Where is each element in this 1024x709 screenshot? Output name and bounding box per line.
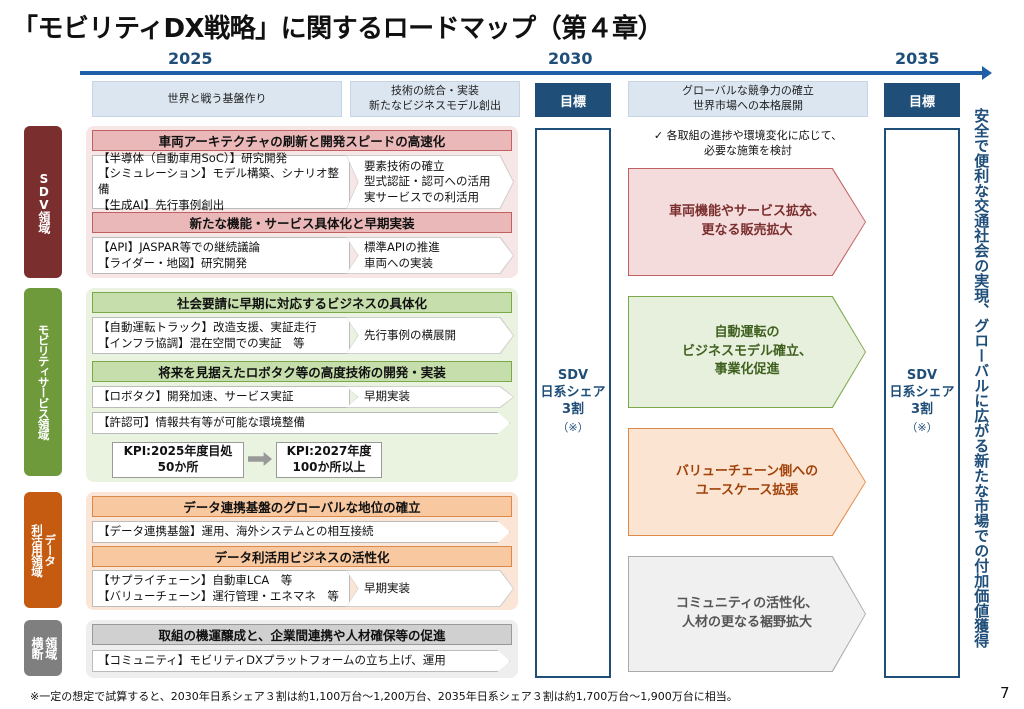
goal-box-2035: SDV 日系シェア 3割 （※） xyxy=(884,128,960,678)
data-bar-platform: データ連携基盤のグローバルな地位の確立 xyxy=(92,496,512,517)
kpi-2025: KPI:2025年度目処 50か所 xyxy=(112,442,244,478)
mobility-outcome-chevron-2: 早期実装 xyxy=(346,386,514,408)
sdv-bar-architecture: 車両アーキテクチャの刷新と開発スピードの高速化 xyxy=(92,130,512,151)
sdv-initiatives-box: 【半導体（自動車用SoC）】研究開発 【シミュレーション】モデル構築、シナリオ整… xyxy=(92,151,350,212)
year-label-2035: 2035 xyxy=(895,49,940,68)
mobility-truck-box: 【自動運転トラック】改造支援、実証走行 【インフラ協調】混在空間での実証 等 xyxy=(92,317,350,354)
footnote: ※一定の想定で試算すると、2030年日系シェア３割は約1,100万台～1,200… xyxy=(30,690,738,703)
section-label-data: 利活用領域 データ xyxy=(24,492,62,608)
sdv-bar-new-features: 新たな機能・サービス具体化と早期実装 xyxy=(92,212,512,233)
mobility-permit-box: 【許認可】情報共有等が可能な環境整備 xyxy=(92,412,510,434)
mobility-bar-robotaxi: 将来を見据えたロボタク等の高度技術の開発・実装 xyxy=(92,361,512,382)
sdv-outcome-chevron-2: 標準APIの推進 車両への実装 xyxy=(346,237,514,274)
phase-integration: 技術の統合・実装 新たなビジネスモデル創出 xyxy=(350,81,520,117)
data-chain-box: 【サプライチェーン】自動車LCA 等 【バリューチェーン】運行管理・エネマネ 等 xyxy=(92,570,350,607)
outcome-arrow-sdv: 車両機能やサービス拡充、 更なる販売拡大 xyxy=(628,168,866,276)
section-label-sdv: SDV領域 xyxy=(24,126,62,278)
kpi-2027: KPI:2027年度 100か所以上 xyxy=(276,442,382,478)
section-label-mobility: モビリティサービス領域 xyxy=(24,288,62,476)
timeline-arrowhead xyxy=(982,66,992,80)
mobility-outcome-chevron-1: 先行事例の横展開 xyxy=(346,317,514,354)
goal-header-2030: 目標 xyxy=(535,83,611,117)
note-check: ✓ 各取組の進捗や環境変化に応じて、 必要な施策を検討 xyxy=(653,129,843,157)
outcome-arrow-cross: コミュニティの活性化、 人材の更なる裾野拡大 xyxy=(628,556,866,672)
sdv-api-box: 【API】JASPAR等での継続議論 【ライダー・地図】研究開発 xyxy=(92,237,350,274)
data-platform-box: 【データ連携基盤】運用、海外システムとの相互接続 xyxy=(92,521,510,543)
outcome-arrow-mobility: 自動運転の ビジネスモデル確立、 事業化促進 xyxy=(628,296,866,408)
year-label-2025: 2025 xyxy=(168,49,213,68)
page-title: 「モビリティDX戦略」に関するロードマップ（第４章） xyxy=(12,14,664,44)
data-outcome-chevron: 早期実装 xyxy=(346,570,514,607)
goal-header-2035: 目標 xyxy=(884,83,960,117)
goal-box-2030: SDV 日系シェア 3割 （※） xyxy=(535,128,611,678)
year-label-2030: 2030 xyxy=(548,49,593,68)
page-number: 7 xyxy=(1000,684,1010,702)
section-label-cross: 横断 領域 xyxy=(24,620,62,676)
sdv-outcome-chevron-1: 要素技術の確立 型式認証・認可への活用 実サービスでの利活用 xyxy=(346,155,514,209)
cross-bar-community: 取組の機運醸成と、企業間連携や人材確保等の促進 xyxy=(92,624,512,645)
vision-statement: 安全で便利な交通社会の実現、グローバルに広がる新たな市場での付加価値獲得 xyxy=(972,108,991,648)
mobility-robotaxi-box: 【ロボタク】開発加速、サービス実証 xyxy=(92,386,350,408)
cross-community-box: 【コミュニティ】モビリティDXプラットフォームの立ち上げ、運用 xyxy=(92,650,510,672)
phase-foundation: 世界と戦う基盤作り xyxy=(92,81,342,117)
phase-global: グローバルな競争力の確立 世界市場への本格展開 xyxy=(628,81,868,117)
mobility-bar-business: 社会要請に早期に対応するビジネスの具体化 xyxy=(92,292,512,313)
outcome-arrow-data: バリューチェーン側への ユースケース拡張 xyxy=(628,428,866,536)
data-bar-business: データ利活用ビジネスの活性化 xyxy=(92,546,512,567)
timeline-bar xyxy=(80,71,985,75)
